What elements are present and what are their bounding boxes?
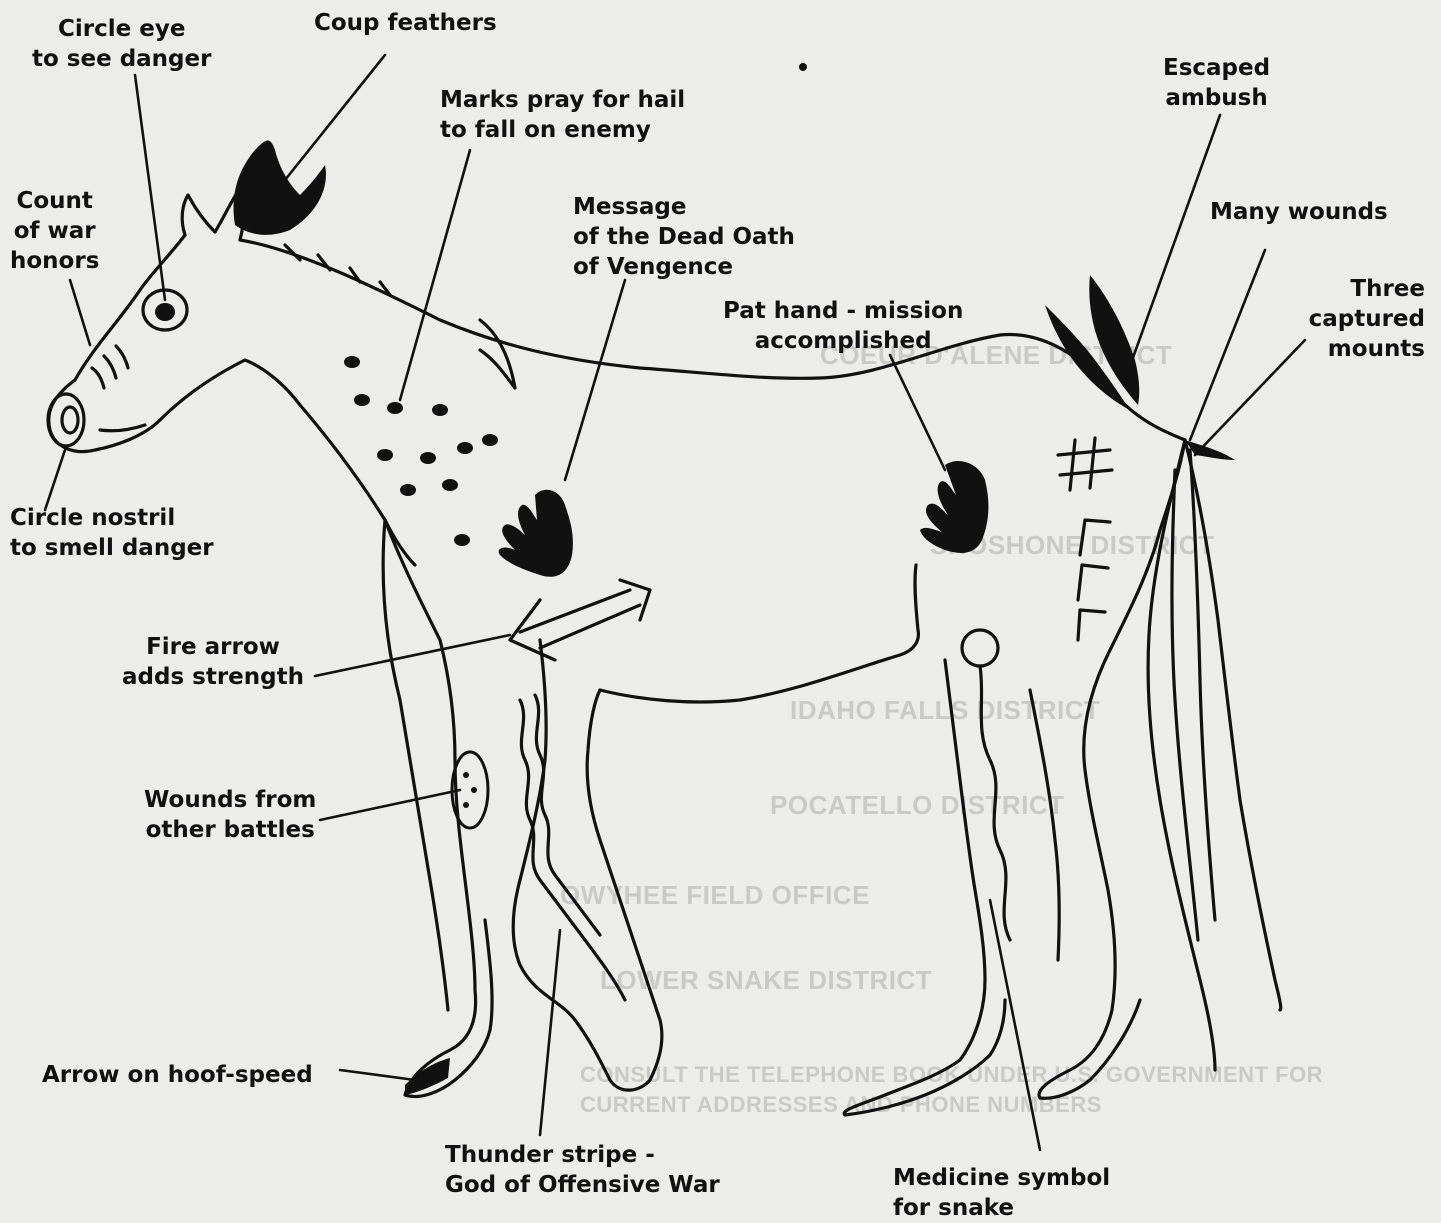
- label-many-wounds: Many wounds: [1210, 197, 1388, 227]
- dead-oath-hand: [499, 490, 573, 577]
- label-thunder-stripe: Thunder stripe -God of Offensive War: [445, 1140, 720, 1200]
- label-coup-feathers: Coup feathers: [314, 8, 497, 38]
- front-leg-2: [513, 640, 662, 1090]
- escaped-ambush-symbol: [1058, 438, 1112, 490]
- captured-mounts-symbol: [1078, 520, 1110, 640]
- hail-dot: [457, 442, 473, 454]
- label-arrow-hoof: Arrow on hoof-speed: [42, 1060, 313, 1090]
- hail-dot: [400, 484, 416, 496]
- hail-dot: [420, 452, 436, 464]
- horse-ear: [182, 195, 215, 235]
- front-leg: [385, 520, 492, 1097]
- hail-dot: [354, 394, 370, 406]
- coup-feathers: [234, 141, 326, 235]
- medicine-snake-head: [962, 630, 998, 666]
- hail-dot: [432, 404, 448, 416]
- hail-dot: [387, 402, 403, 414]
- hind-leg: [915, 565, 918, 630]
- hail-dot: [482, 434, 498, 446]
- hail-dot: [442, 479, 458, 491]
- hail-dot: [454, 534, 470, 546]
- medicine-snake-body: [980, 666, 1010, 940]
- pat-hand: [920, 461, 988, 553]
- fire-arrow: [510, 580, 650, 660]
- horse-belly: [600, 630, 918, 702]
- hail-dot: [377, 449, 393, 461]
- war-honor-marks: [92, 346, 128, 388]
- hail-dot: [344, 356, 360, 368]
